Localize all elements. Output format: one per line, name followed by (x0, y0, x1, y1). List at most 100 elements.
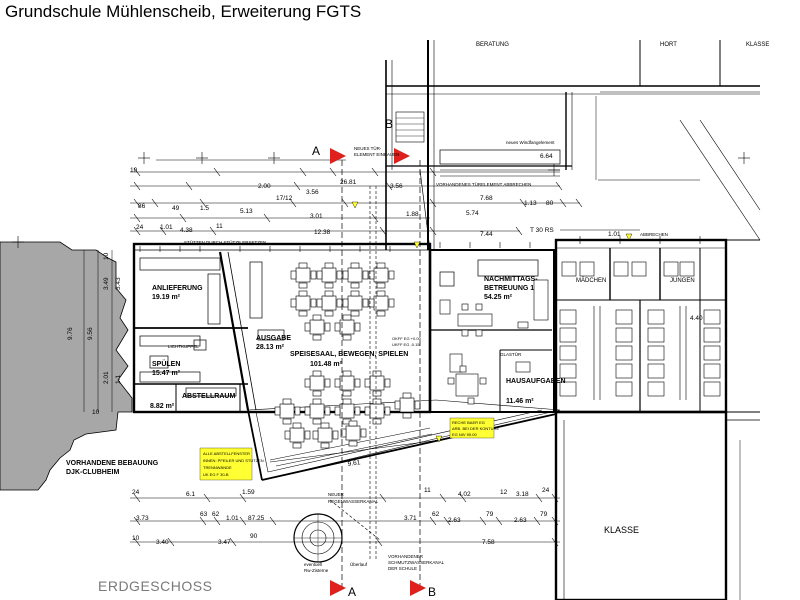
svg-text:T 30 RS: T 30 RS (530, 227, 554, 234)
svg-text:3.56: 3.56 (306, 189, 319, 196)
dining-table (369, 403, 385, 419)
note-windfang: neues Windfangelement (506, 140, 555, 145)
dining-table (309, 403, 325, 419)
room-anlieferung-area: 19.19 m² (152, 294, 181, 301)
svg-text:3.43: 3.43 (115, 277, 122, 290)
section-b-bottom-label: B (428, 585, 436, 599)
dining-chair (312, 314, 322, 321)
dining-chair (312, 370, 322, 377)
existing-building-fill (0, 241, 133, 491)
dining-chair (312, 390, 322, 397)
note-glastuer: GLASTÜR (500, 351, 522, 357)
dining-table (347, 295, 363, 311)
dining-chair (354, 322, 361, 332)
svg-text:63: 63 (200, 511, 208, 518)
window-ticks (139, 236, 701, 252)
room-spulen-name: SPÜLEN (152, 359, 180, 368)
dining-table (399, 397, 415, 413)
afternoon-furniture (439, 279, 549, 405)
svg-text:24: 24 (136, 224, 144, 231)
svg-text:6.64: 6.64 (540, 153, 553, 160)
yellow-note-2: RECHE BAER EG ARB. BEI DER KONTURE EG NI… (449, 417, 499, 439)
svg-text:10: 10 (130, 167, 138, 174)
classroom-walls (554, 410, 760, 600)
dimension-ticks (133, 167, 583, 547)
note-lichtkuppel: LICHTKUPPEL (168, 344, 199, 349)
svg-text:79: 79 (540, 511, 548, 518)
dining-chair (312, 418, 322, 425)
dining-chair (292, 442, 302, 449)
dining-chair (290, 270, 297, 280)
top-label-hort: HORT (660, 42, 677, 48)
svg-text:9.61: 9.61 (347, 459, 361, 468)
svg-text:3.49: 3.49 (103, 277, 110, 290)
dining-chair (336, 270, 343, 280)
room-speisesaal-area: 101.48 m² (310, 361, 343, 368)
dining-table (321, 295, 337, 311)
dining-chair (342, 370, 352, 377)
svg-text:24: 24 (542, 487, 550, 494)
dining-table (321, 267, 337, 283)
dining-chair (342, 390, 352, 397)
room-hausaufgaben-name: HAUSAUFGABEN (506, 378, 566, 385)
section-a-top-label: A (312, 144, 320, 158)
room-klasse: KLASSE (604, 525, 639, 535)
yellow-note-1: ALLE ABSTELLFENSTER INNEN: PFEILER UND S… (199, 447, 264, 481)
dining-chair (298, 290, 308, 297)
dining-chair (304, 378, 311, 388)
svg-text:4.40: 4.40 (690, 315, 703, 322)
svg-text:4.02: 4.02 (458, 491, 471, 498)
dining-chair (334, 378, 341, 388)
dining-chair (364, 378, 371, 388)
section-a-bottom-label: A (348, 585, 356, 599)
dining-chair (324, 290, 334, 297)
dining-chair (350, 282, 360, 289)
note-schmutz-2: SCHMUTZWASSERKANAL (388, 560, 445, 565)
svg-text:5.13: 5.13 (240, 208, 253, 215)
svg-text:1.88: 1.88 (406, 211, 419, 218)
dining-chair (310, 298, 317, 308)
svg-text:12.38: 12.38 (314, 229, 331, 236)
svg-text:1.01: 1.01 (226, 515, 239, 522)
dining-table (279, 403, 295, 419)
room-anlieferung-name: ANLIEFERUNG (152, 285, 203, 292)
svg-text:1.5: 1.5 (200, 205, 209, 212)
dining-chair (360, 428, 367, 438)
dining-chair (362, 298, 369, 308)
dining-chair (316, 298, 323, 308)
svg-text:11: 11 (424, 487, 431, 494)
svg-text:5.74: 5.74 (466, 210, 479, 217)
dining-chair (324, 378, 331, 388)
dining-chair (394, 400, 401, 410)
dining-chair (388, 270, 395, 280)
afternoon-care-walls (428, 249, 555, 413)
svg-text:17/12: 17/12 (276, 195, 293, 202)
east-wing-walls (554, 238, 760, 414)
dining-chair (402, 412, 412, 419)
note-zisterne-1: eventuell (304, 562, 322, 567)
svg-text:62: 62 (212, 511, 220, 518)
note-abbrechen: ABBRECHEN (640, 232, 668, 237)
dining-table (369, 375, 385, 391)
dining-chair (290, 298, 297, 308)
svg-text:6.1: 6.1 (186, 491, 195, 498)
note-trennwand: VORHANDENES TÜRELEMENT ABBRECHEN (436, 181, 531, 187)
svg-text:3.71: 3.71 (404, 515, 417, 522)
dining-chair (324, 406, 331, 416)
svg-text:10: 10 (92, 409, 100, 416)
svg-text:7.68: 7.68 (480, 195, 493, 202)
svg-text:ALLE ABSTELLFENSTER: ALLE ABSTELLFENSTER (203, 451, 250, 456)
svg-text:2.63: 2.63 (514, 517, 527, 524)
svg-text:49: 49 (172, 205, 180, 212)
dining-chair (294, 406, 301, 416)
dining-table (309, 319, 325, 335)
dining-chair (312, 334, 322, 341)
svg-text:2.00: 2.00 (258, 183, 271, 190)
svg-text:UK EG F 30-B: UK EG F 30-B (203, 472, 229, 477)
note-schmutz-1: VORHANDENER (388, 554, 424, 559)
svg-text:26.81: 26.81 (340, 179, 357, 186)
section-marker-a-bottom (330, 580, 346, 596)
dining-chair (348, 440, 358, 447)
dining-chair (316, 270, 323, 280)
